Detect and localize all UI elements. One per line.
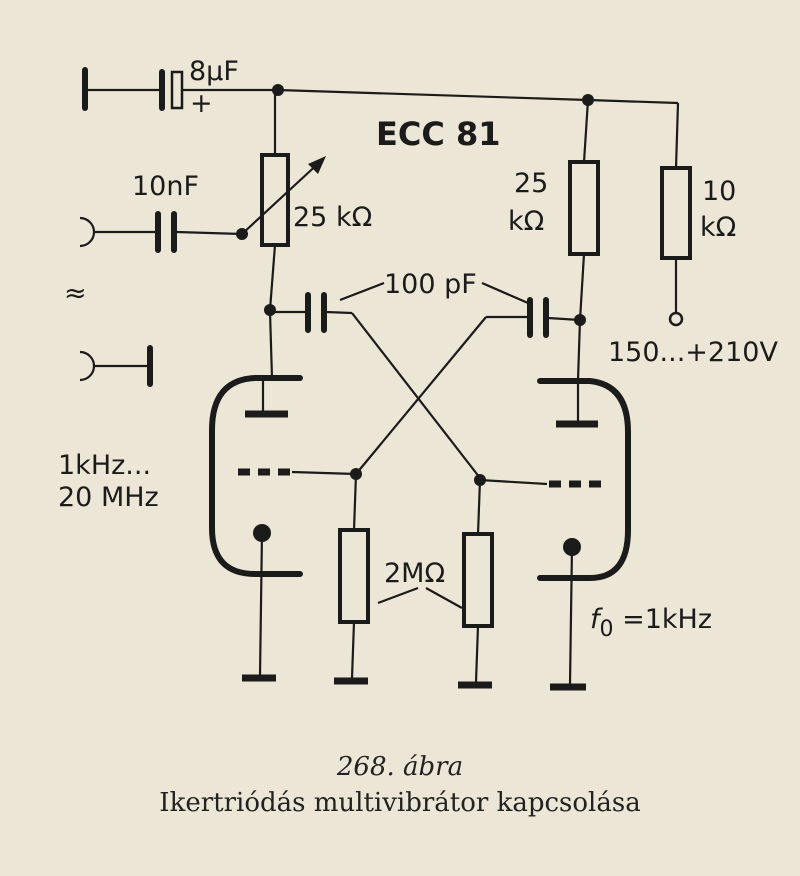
cross-wire-2 bbox=[355, 316, 487, 475]
freq-range-line1: 1kHz... bbox=[58, 450, 151, 481]
supply-res-unit-label: kΩ bbox=[700, 212, 736, 243]
right-res-wire bbox=[582, 99, 590, 163]
right-plate-wire bbox=[578, 253, 586, 321]
left-grid-ground-wire bbox=[350, 621, 356, 679]
signal-symbol: ≈ bbox=[64, 278, 87, 309]
junction-node bbox=[272, 84, 284, 96]
f0-symbol: f0 =1kHz bbox=[590, 604, 712, 642]
coupling-cap-label: 8µF bbox=[189, 56, 239, 87]
figure-number: 268. ábra bbox=[336, 752, 464, 782]
figure-caption: Ikertriódás multivibrátor kapcsolása bbox=[159, 788, 641, 818]
left-plate-wire bbox=[268, 244, 277, 311]
label-leader bbox=[481, 281, 529, 305]
pot-arrowhead bbox=[308, 156, 326, 174]
supply-res-wire bbox=[674, 102, 680, 169]
f0-value: =1kHz bbox=[614, 604, 713, 635]
plate-res-value-label: 25 bbox=[514, 168, 548, 199]
right-grid-res-wire bbox=[476, 479, 482, 535]
right-grid-wire bbox=[479, 478, 548, 486]
freq-range-line2: 20 MHz bbox=[58, 482, 159, 513]
supply-voltage-label: 150...+210V bbox=[608, 337, 778, 368]
label-leader bbox=[425, 587, 463, 609]
left-triode-envelope bbox=[209, 375, 303, 577]
right-cap-wire bbox=[547, 316, 581, 322]
supply-terminal bbox=[668, 311, 684, 327]
grid-res-label: 2MΩ bbox=[384, 558, 445, 589]
supply-resistor bbox=[660, 166, 692, 260]
coupling-cap-plate-2 bbox=[170, 70, 184, 110]
grid-resistor-left bbox=[338, 528, 370, 624]
potentiometer bbox=[260, 153, 290, 247]
left-cathode-ground-wire bbox=[258, 532, 264, 677]
right-triode-envelope bbox=[537, 378, 631, 581]
right-plate-lead bbox=[576, 319, 582, 381]
right-grid-ground-wire bbox=[474, 625, 480, 683]
input-cap-label: 10nF bbox=[132, 171, 199, 202]
output-jack bbox=[79, 350, 96, 382]
tube-type-label: ECC 81 bbox=[376, 115, 501, 153]
cross-caps-label: 100 pF bbox=[384, 269, 477, 300]
left-plate-lead bbox=[268, 311, 274, 379]
right-cathode-ground-wire bbox=[568, 546, 574, 685]
left-cap-wire-2 bbox=[325, 310, 353, 315]
label-leader bbox=[339, 281, 385, 302]
top-rail-mid bbox=[277, 88, 589, 102]
plate-res-unit-label: kΩ bbox=[508, 206, 544, 237]
f0-subscript: 0 bbox=[600, 617, 614, 642]
pot-wiper-arrow bbox=[241, 159, 323, 235]
input-jack bbox=[79, 216, 96, 248]
grid-resistor-right bbox=[462, 532, 494, 628]
left-grid-wire bbox=[291, 470, 357, 476]
pot-label: 25 kΩ bbox=[293, 202, 372, 233]
cross-wire-1 bbox=[351, 312, 481, 479]
top-rail-right bbox=[587, 98, 679, 105]
left-grid-res-wire bbox=[352, 473, 358, 531]
input-wire-2 bbox=[176, 230, 243, 236]
label-leader bbox=[377, 586, 419, 605]
polarity-label: + bbox=[190, 88, 213, 119]
plate-resistor-right bbox=[568, 160, 600, 256]
supply-res-value-label: 10 bbox=[702, 176, 736, 207]
